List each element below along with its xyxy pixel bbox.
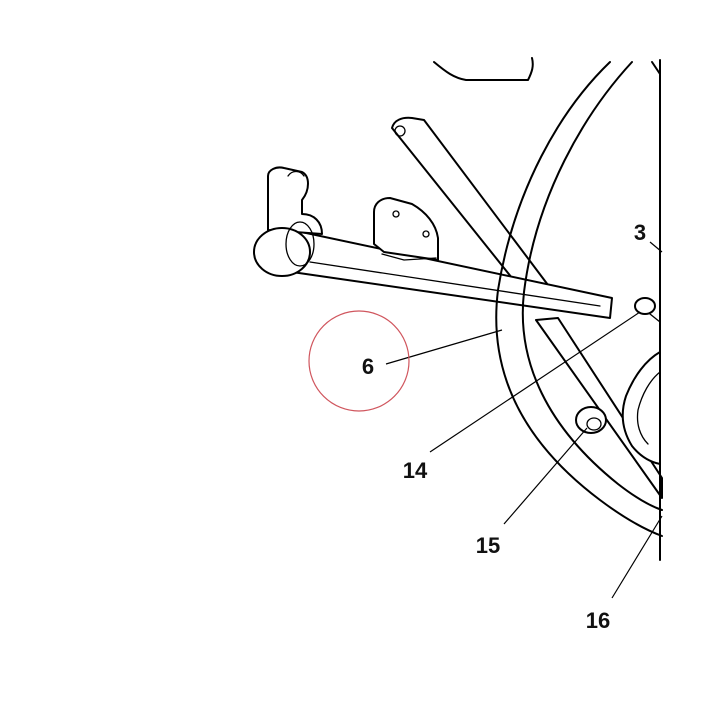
callout-6-label[interactable]: 6	[362, 354, 374, 379]
leader-6	[385, 329, 503, 365]
callout-3-label[interactable]: 3	[634, 220, 646, 245]
tube-end-cap	[253, 227, 311, 277]
callout-14-label[interactable]: 14	[403, 458, 428, 483]
hub-bracket	[621, 351, 661, 465]
callout-16-label[interactable]: 16	[586, 608, 610, 633]
tube-end-lug	[267, 166, 323, 235]
part-14-bolt-head	[634, 297, 656, 315]
callout-15-label[interactable]: 15	[476, 533, 500, 558]
wheel-rim-outer	[495, 61, 663, 537]
strut-hole	[394, 125, 406, 137]
bracket-weld	[381, 253, 437, 261]
hub-bracket-inner	[636, 371, 661, 445]
part-14-bolt-shank	[649, 313, 661, 323]
callout-6-highlight-circle	[308, 310, 410, 412]
wheel-rim-edge-right	[651, 61, 661, 75]
leader-15	[503, 427, 588, 525]
diagonal-strut	[391, 116, 549, 299]
tube-end-cap-rim	[285, 221, 315, 267]
part-15-bushing-outer	[575, 406, 607, 434]
leader-14	[429, 311, 641, 453]
mounting-bracket	[373, 197, 439, 261]
leader-16	[611, 515, 663, 599]
top-component-outline	[433, 57, 534, 81]
lug-notch	[287, 170, 305, 177]
leader-3	[649, 241, 663, 253]
part-15-bushing-inner	[586, 417, 602, 431]
wheel-rim-inner	[521, 61, 663, 511]
bracket-hole-1	[392, 210, 400, 218]
bracket-hole-2	[422, 230, 430, 238]
cross-tube	[291, 229, 613, 319]
cross-tube-shade	[309, 261, 601, 307]
